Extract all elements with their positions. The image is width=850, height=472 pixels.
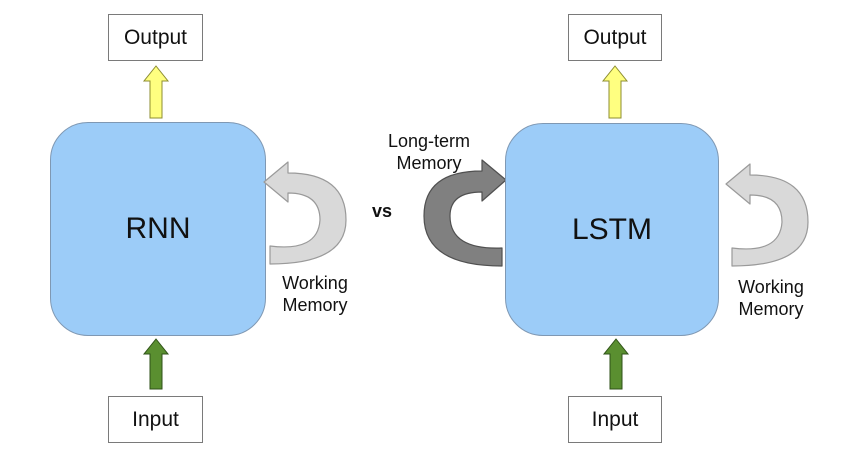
lstm-unit-label: LSTM — [571, 212, 652, 246]
lstm-input-arrow-icon — [602, 338, 630, 390]
rnn-input-arrow-icon — [142, 338, 170, 390]
lstm-long-term-line2: Memory — [396, 153, 462, 173]
rnn-working-memory-arrow-icon — [263, 161, 347, 265]
lstm-input-box: Input — [568, 396, 662, 443]
rnn-input-label: Input — [132, 408, 179, 431]
rnn-output-arrow-icon — [142, 65, 170, 119]
lstm-long-term-memory-arrow-icon — [423, 159, 507, 267]
lstm-working-memory-line2: Memory — [738, 299, 804, 319]
lstm-long-term-memory-label: Long-term Memory — [374, 130, 484, 174]
lstm-working-memory-label: Working Memory — [726, 276, 816, 320]
rnn-output-label: Output — [123, 26, 188, 49]
lstm-output-box: Output — [568, 14, 662, 61]
rnn-input-box: Input — [108, 396, 203, 443]
rnn-working-memory-line1: Working — [282, 273, 348, 293]
lstm-long-term-line1: Long-term — [387, 131, 471, 151]
lstm-output-arrow-icon — [601, 65, 629, 119]
lstm-output-label: Output — [583, 26, 647, 49]
lstm-working-memory-arrow-icon — [725, 163, 809, 267]
lstm-unit: LSTM — [505, 123, 719, 336]
rnn-working-memory-line2: Memory — [282, 295, 348, 315]
rnn-unit: RNN — [50, 122, 266, 336]
lstm-working-memory-line1: Working — [738, 277, 804, 297]
vs-label: vs — [372, 201, 393, 221]
lstm-input-label: Input — [591, 408, 639, 431]
rnn-unit-label: RNN — [125, 212, 191, 245]
rnn-working-memory-label: Working Memory — [270, 272, 360, 316]
rnn-output-box: Output — [108, 14, 203, 61]
